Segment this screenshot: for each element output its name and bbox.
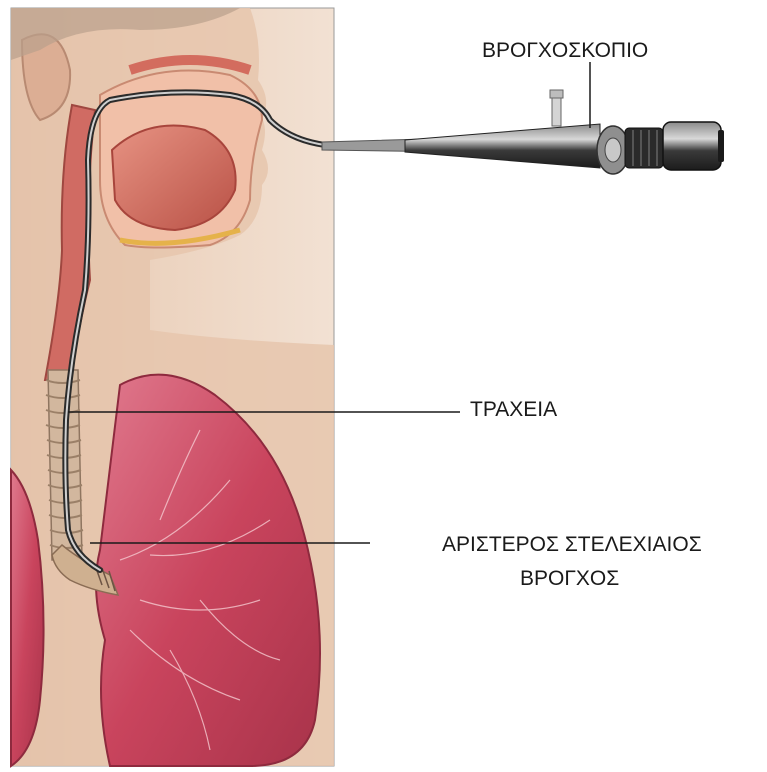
label-bronchoscope: ΒΡΟΓΧΟΣΚΟΠΙΟ bbox=[482, 38, 648, 64]
bronchoscope-valve bbox=[552, 94, 561, 126]
bronchoscope-body bbox=[405, 124, 600, 168]
label-left-main-bronchus-line2: ΒΡΟΓΧΟΣ bbox=[520, 566, 619, 592]
label-left-main-bronchus-line1: ΑΡΙΣΤΕΡΟΣ ΣΤΕΛΕΧΙΑΙΟΣ bbox=[442, 532, 702, 558]
control-wheel-hub bbox=[605, 138, 621, 162]
tongue bbox=[112, 126, 236, 231]
eyepiece-lens bbox=[718, 130, 724, 162]
bronchoscope-eyepiece bbox=[663, 122, 721, 170]
label-trachea: ΤΡΑΧΕΙΑ bbox=[470, 397, 557, 423]
bronchoscope-valve-cap bbox=[550, 90, 563, 98]
